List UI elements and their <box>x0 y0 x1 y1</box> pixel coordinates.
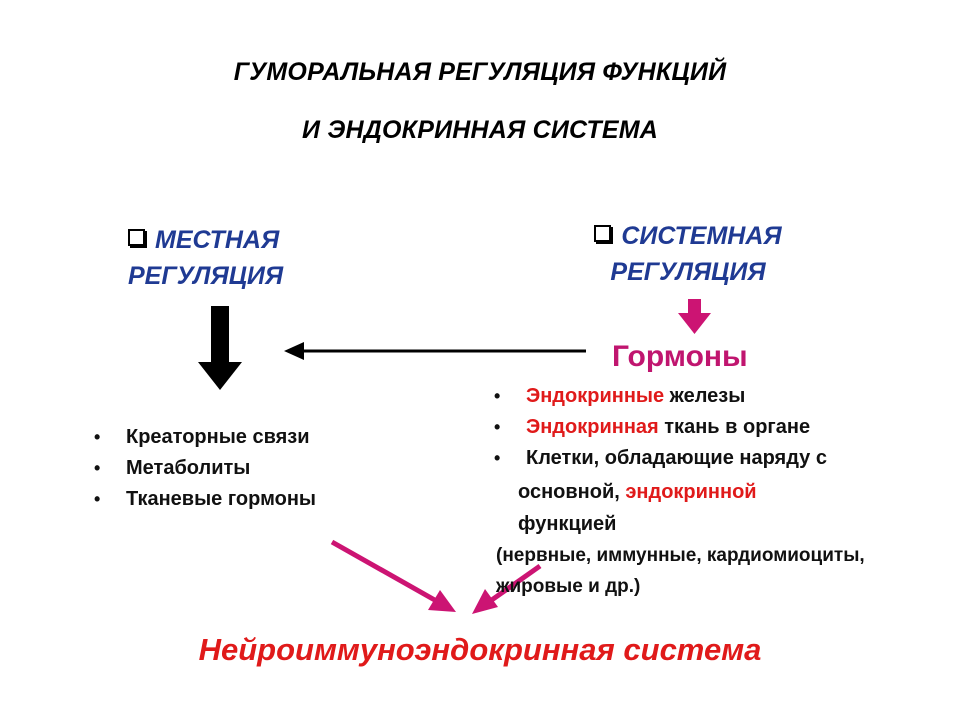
checkbox-icon <box>128 229 145 246</box>
bullet: • <box>494 448 501 468</box>
list-item: • Креаторные связи <box>94 422 414 453</box>
local-item-2: Метаболиты <box>126 457 251 479</box>
hormones-label: Гормоны <box>612 340 748 373</box>
systemic-item-1-red: Эндокринные <box>526 385 665 407</box>
local-item-3: Тканевые гормоны <box>126 488 316 510</box>
local-item-1: Креаторные связи <box>126 426 310 448</box>
bullet: • <box>494 386 501 406</box>
list-item: • Тканевые гормоны <box>94 484 414 515</box>
title-line-2: И ЭНДОКРИННАЯ СИСТЕМА <box>302 116 658 144</box>
systemic-item-3-line-1: Клетки, обладающие наряду с <box>526 447 827 469</box>
hormones-down-arrow-icon <box>678 299 711 334</box>
local-down-arrow-icon <box>198 306 242 390</box>
systemic-regulation-heading: СИСТЕМНАЯ РЕГУЛЯЦИЯ <box>566 218 810 290</box>
right-diagonal-arrow-icon <box>472 563 542 614</box>
title-line-1: ГУМОРАЛЬНАЯ РЕГУЛЯЦИЯ ФУНКЦИЙ <box>233 58 727 86</box>
systemic-item-3-line-2-red: эндокринной <box>625 481 757 503</box>
bullet: • <box>94 427 101 447</box>
systemic-item-3-line-2-pre: основной, <box>518 481 626 503</box>
systemic-item-3-line-3: функцией <box>518 513 617 535</box>
list-item: • Клетки, обладающие наряду с <box>494 443 954 474</box>
local-heading-line-2: РЕГУЛЯЦИЯ <box>128 262 284 290</box>
left-arrow-icon <box>284 342 586 360</box>
left-diagonal-arrow-icon <box>330 539 456 612</box>
list-item: • Эндокринные железы <box>494 381 954 412</box>
systemic-item-1-rest: железы <box>664 385 746 407</box>
systemic-list: • Эндокринные железы • Эндокринная ткань… <box>494 381 954 474</box>
systemic-heading-line-2: РЕГУЛЯЦИЯ <box>610 258 766 286</box>
bullet: • <box>94 489 101 509</box>
systemic-note: (нервные, иммунные, кардиомиоциты, жиров… <box>496 540 865 602</box>
local-regulation-heading: МЕСТНАЯ РЕГУЛЯЦИЯ <box>128 222 283 294</box>
systemic-note-line-1: (нервные, иммунные, кардиомиоциты, <box>496 545 865 566</box>
checkbox-icon <box>594 225 612 242</box>
bullet: • <box>94 458 101 478</box>
local-heading-line-1: МЕСТНАЯ <box>155 226 280 254</box>
list-item: • Метаболиты <box>94 453 414 484</box>
systemic-note-line-2: жировые и др.) <box>496 576 641 597</box>
local-list: • Креаторные связи • Метаболиты • Тканевые … <box>94 422 414 515</box>
bullet: • <box>494 417 501 437</box>
systemic-heading-line-1: СИСТЕМНАЯ <box>621 222 782 250</box>
systemic-item-2-rest: ткань в органе <box>658 416 811 438</box>
list-item: • Эндокринная ткань в органе <box>494 412 954 443</box>
result-label: Нейроиммуноэндокринная система <box>198 632 762 667</box>
systemic-item-3-continuation: основной, эндокринной функцией <box>518 476 757 540</box>
systemic-item-2-red: Эндокринная <box>526 416 659 438</box>
